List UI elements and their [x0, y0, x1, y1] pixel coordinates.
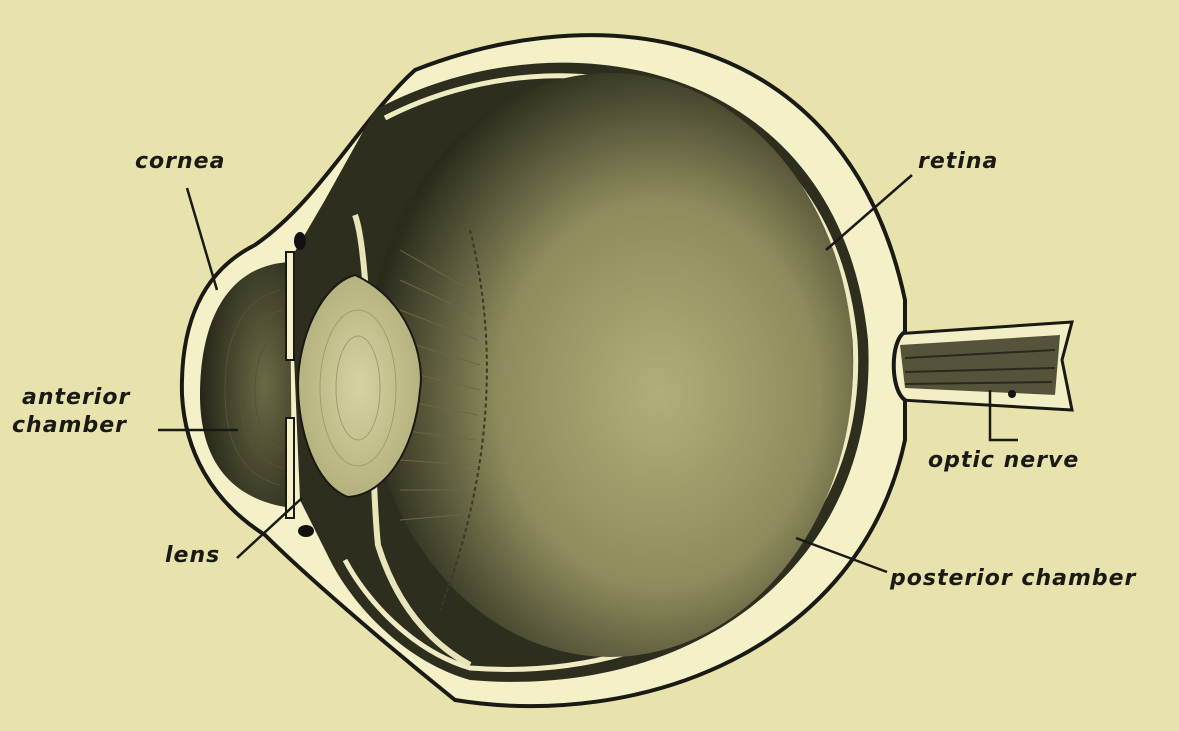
label-cornea: cornea: [135, 149, 225, 174]
cornea-leader: [187, 188, 217, 290]
optic-nerve-shape: [880, 322, 1072, 410]
label-posterior-chamber: posterior chamber: [889, 566, 1137, 591]
label-anterior-chamber-line2: chamber: [12, 413, 127, 438]
label-lens: lens: [165, 543, 220, 568]
label-retina: retina: [918, 149, 998, 174]
label-optic-nerve: optic nerve: [928, 448, 1079, 473]
label-anterior-chamber-line1: anterior: [22, 385, 130, 410]
vitreous-body: [367, 73, 853, 657]
